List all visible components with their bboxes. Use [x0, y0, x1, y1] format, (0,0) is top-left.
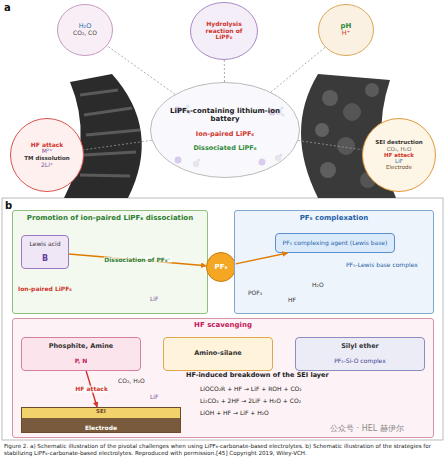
node-title: Phosphite, Amine — [49, 343, 114, 350]
species-label: LiF — [150, 394, 158, 401]
node-text: HF attack — [384, 152, 414, 158]
node-outline — [319, 5, 374, 56]
node-text: Ion-paired LiPF₆ — [196, 131, 254, 138]
species-label: CO₂, H₂O — [118, 378, 145, 385]
zoom-bubble: H₂OCO₂, CO — [57, 4, 113, 56]
node-title: Promotion of ion-paired LiPF₆ dissociati… — [27, 214, 193, 222]
node-outline — [207, 253, 236, 282]
node-outline — [151, 83, 300, 178]
anode-graphite — [80, 90, 140, 176]
connector — [271, 47, 325, 92]
cathode-particles — [322, 90, 338, 106]
node-text: H⁺ — [342, 30, 350, 37]
node-text: LiF — [395, 158, 403, 164]
node-title: Amino-silane — [194, 350, 242, 357]
reaction-equation: LiOCO₂R + HF → LiF + ROH + CO₂ — [200, 386, 302, 393]
species-label: LiF — [150, 296, 158, 303]
cathode-particles — [365, 83, 379, 97]
reaction-equation: Li₂CO₃ + 2HF → 2LiF + H₂O + CO₂ — [200, 398, 301, 405]
panel-b-frame — [2, 198, 443, 440]
node-outline — [363, 119, 436, 192]
node-title: H₂O — [79, 23, 92, 30]
pf5-molecule: PF₅ — [206, 252, 236, 282]
additive-group: Amino-silane — [163, 337, 273, 371]
electrode-layer: SEI Electrode — [21, 407, 181, 433]
species-label: H₂O — [312, 282, 324, 289]
node-text: Electrode — [85, 425, 117, 432]
additive-group: Phosphite, Amine P, N — [21, 337, 141, 371]
node-title: PF₅ complexing agent (Lewis base) — [283, 240, 388, 247]
lewis-base: PF₅ complexing agent (Lewis base) — [275, 233, 395, 253]
node-title: pH — [341, 22, 352, 30]
cathode-particles — [343, 103, 361, 121]
node-outline — [11, 119, 84, 192]
zoom-circle: HF attackM²⁺TM dissolution2Li⁺ — [10, 118, 84, 192]
reaction-equation: LiOH + HF → LiF + H₂O — [200, 410, 269, 417]
connector — [298, 141, 362, 150]
zoom-circle: SEI destructionCO₂, H₂OHF attackLiFElect… — [362, 118, 436, 192]
node-title: HF scavenging — [194, 321, 252, 329]
node-text: M²⁺ — [42, 148, 53, 155]
species-label: Ion-paired LiPF₆ — [18, 286, 72, 293]
node-title: HF attack — [31, 142, 64, 149]
node-title: LiPF₆-containing lithium-ion battery — [168, 107, 282, 123]
species-label: HF — [288, 297, 296, 304]
figure-caption: Figure 2. a) Schematic illustration of t… — [4, 443, 442, 456]
node-text: PF₅-Si-O complex — [334, 358, 386, 365]
connector-label: HF attack — [74, 386, 109, 393]
connector — [84, 140, 152, 150]
species-label: PF₅-Lewis base complex — [346, 262, 428, 269]
node-text: 2Li⁺ — [41, 162, 53, 169]
additive-group: Silyl etherPF₅-Si-O complex — [295, 337, 425, 371]
node-text: CO₂, H₂O — [387, 146, 412, 152]
node-title: PF₅ complexation — [300, 214, 369, 222]
node-title: SEI — [96, 408, 106, 414]
node-outline — [191, 3, 258, 60]
node-text: Dissociated LiPF₆ — [193, 145, 256, 152]
node-title: PF₅ — [215, 263, 228, 271]
panel-b-frame — [2, 198, 443, 440]
node-title: SEI destruction — [375, 139, 422, 145]
species-label: POF₃ — [248, 290, 262, 297]
panel-letter: b — [5, 200, 12, 212]
node-text: B — [42, 254, 48, 263]
cathode-particles — [337, 137, 355, 155]
lewis-acid: Lewis acidB — [21, 235, 69, 269]
node-outline — [10, 118, 84, 192]
watermark: 公众号 · HEL 赫伊尔 — [330, 424, 404, 433]
connector — [107, 46, 175, 94]
zoom-bubble: Hydrolysis reaction of LiPF₆ — [190, 2, 258, 60]
zoom-bubble: pHH⁺ — [318, 4, 374, 56]
battery-cell: LiPF₆-containing lithium-ion batteryIon-… — [150, 82, 300, 178]
cathode-particles — [315, 123, 329, 137]
node-title: Hydrolysis reaction of LiPF₆ — [199, 21, 249, 42]
node-title: Silyl ether — [341, 343, 379, 350]
node-text: Electrode — [386, 164, 412, 170]
node-text: P, N — [75, 358, 88, 365]
connector — [224, 60, 225, 82]
node-text: CO₂, CO — [73, 30, 97, 37]
connector-label: Dissociation of PF₆⁻ — [103, 257, 171, 264]
node-outline — [58, 5, 113, 56]
cathode-particles — [320, 162, 336, 178]
reaction-heading: HF-induced breakdown of the SEI layer — [186, 372, 329, 379]
panel-letter: a — [4, 2, 11, 14]
node-title: Lewis acid — [30, 241, 61, 248]
